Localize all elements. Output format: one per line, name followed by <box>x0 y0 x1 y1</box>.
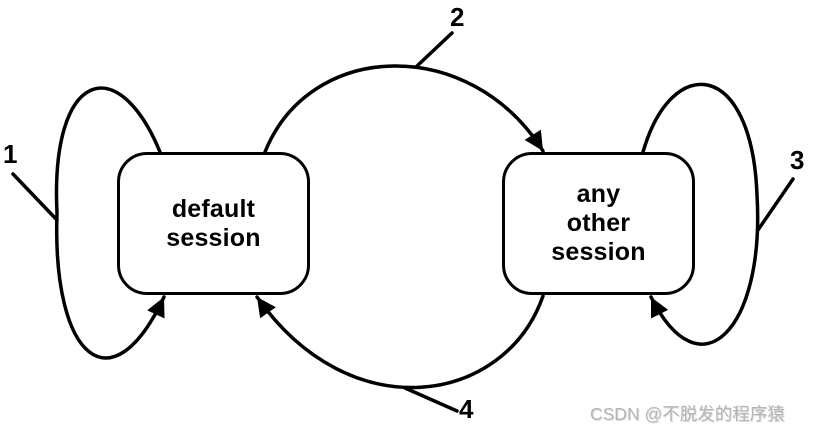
transition-label-1: 1 <box>3 139 18 169</box>
state-default-session: default session <box>117 152 310 295</box>
state-any-other-session: any other session <box>502 152 695 295</box>
state-default-session-label: default session <box>166 194 261 252</box>
watermark: CSDN @不脱发的程序猿 <box>590 404 785 424</box>
transition-label-3: 3 <box>790 145 805 175</box>
transition-label-4: 4 <box>459 394 474 424</box>
transition-default-to-other-arrow <box>263 64 545 154</box>
label-1-leader-line <box>11 172 59 222</box>
label-3-leader-line <box>756 177 795 232</box>
state-any-other-session-label: any other session <box>551 180 646 266</box>
label-4-leader-line <box>403 386 459 413</box>
transition-label-2: 2 <box>450 2 465 32</box>
label-2-leader-line <box>415 31 454 68</box>
transition-other-to-default-arrow <box>255 294 545 390</box>
